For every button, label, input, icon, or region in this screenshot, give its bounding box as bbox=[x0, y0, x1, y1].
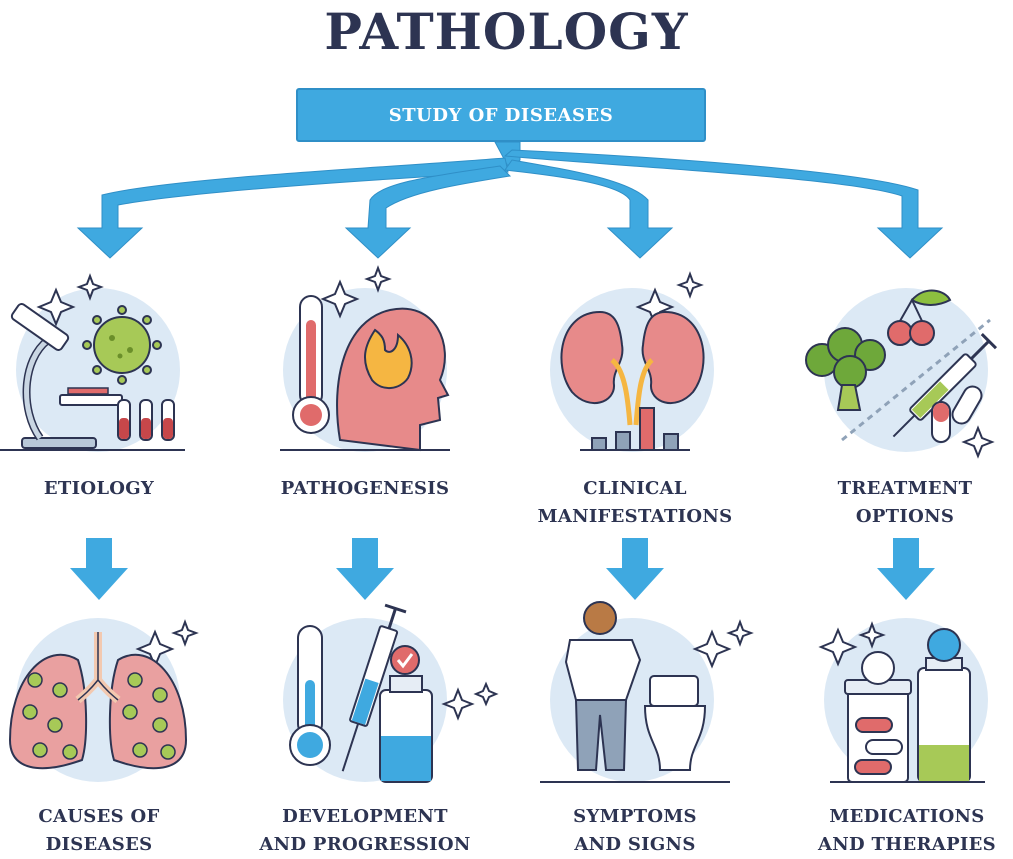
label-clinical-manifestations: CLINICAL MANIFESTATIONS bbox=[525, 475, 745, 531]
label-line: OPTIONS bbox=[855, 506, 955, 527]
kidneys-icon bbox=[550, 271, 714, 452]
arrow-down-3 bbox=[606, 538, 664, 600]
label-causes-of-diseases: CAUSES OF DISEASES bbox=[0, 803, 198, 859]
subtitle-label: STUDY OF DISEASES bbox=[388, 104, 614, 126]
label-line: AND PROGRESSION bbox=[259, 834, 471, 855]
label-line: MANIFESTATIONS bbox=[537, 506, 733, 527]
pill-bottles-icon bbox=[818, 618, 988, 783]
label-line: TREATMENT bbox=[837, 478, 973, 499]
label-line: ETIOLOGY bbox=[43, 478, 155, 499]
person-toilet-icon bbox=[540, 601, 754, 783]
label-line: CLINICAL bbox=[583, 478, 687, 499]
subtitle-box: STUDY OF DISEASES bbox=[296, 88, 706, 142]
branch-arrows bbox=[76, 141, 944, 259]
label-line: AND SIGNS bbox=[574, 834, 696, 855]
page-title: PATHOLOGY bbox=[324, 2, 689, 61]
label-line: SYMPTOMS bbox=[573, 806, 697, 827]
label-treatment-options: TREATMENT OPTIONS bbox=[800, 475, 1010, 531]
label-line: MEDICATIONS bbox=[829, 806, 985, 827]
label-etiology: ETIOLOGY bbox=[0, 475, 198, 503]
arrow-down-2 bbox=[336, 538, 394, 600]
label-medications-and-therapies: MEDICATIONS AND THERAPIES bbox=[803, 803, 1011, 859]
head-fever-icon bbox=[280, 265, 450, 452]
label-line: DISEASES bbox=[45, 834, 153, 855]
label-symptoms-and-signs: SYMPTOMS AND SIGNS bbox=[530, 803, 740, 859]
label-line: AND THERAPIES bbox=[818, 834, 996, 855]
label-line: PATHOGENESIS bbox=[280, 478, 450, 499]
label-pathogenesis: PATHOGENESIS bbox=[255, 475, 475, 503]
syringe-vial-icon bbox=[283, 603, 499, 783]
arrow-down-1 bbox=[70, 538, 128, 600]
food-syringe-icon bbox=[805, 288, 998, 459]
label-development-and-progression: DEVELOPMENT AND PROGRESSION bbox=[250, 803, 480, 859]
arrow-down-4 bbox=[877, 538, 935, 600]
lungs-icon bbox=[8, 618, 199, 782]
microscope-virus-icon bbox=[0, 273, 185, 452]
down-arrows bbox=[70, 538, 935, 600]
label-line: CAUSES OF bbox=[38, 806, 160, 827]
label-line: DEVELOPMENT bbox=[282, 806, 448, 827]
